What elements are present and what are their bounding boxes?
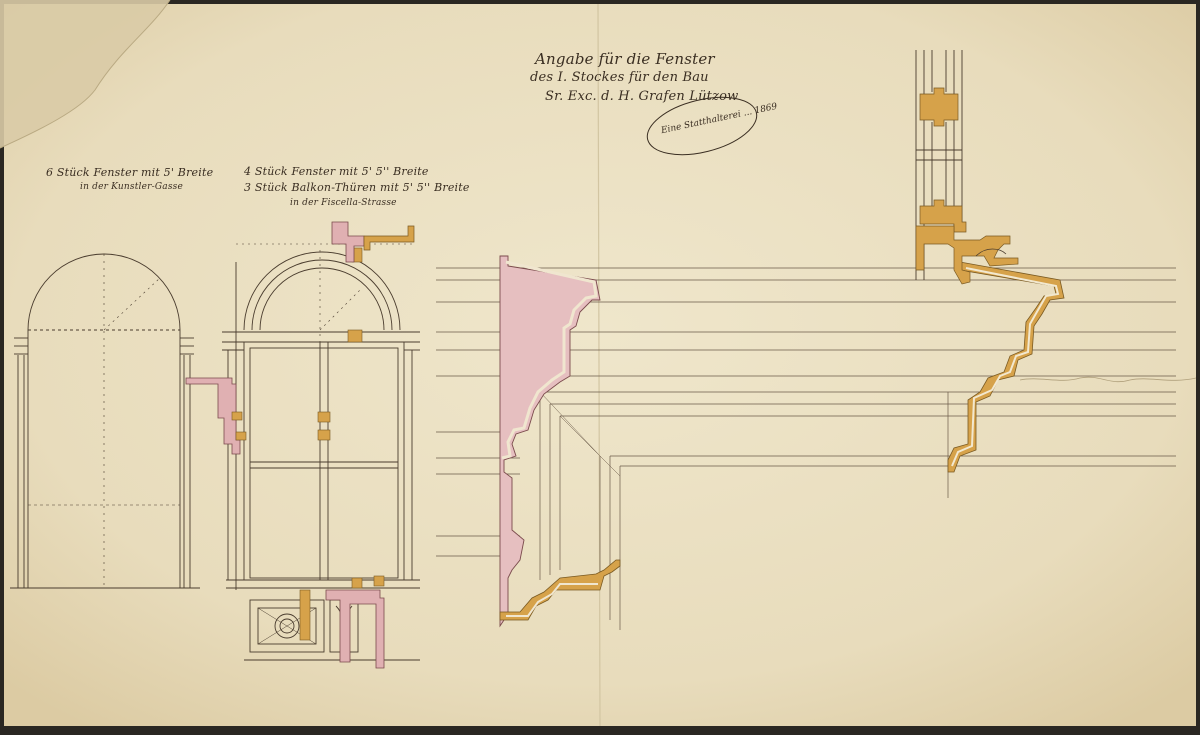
fold-line	[597, 3, 601, 727]
signature-oval	[646, 96, 758, 156]
pink-cornice-inner	[501, 260, 598, 460]
title-line-3: Sr. Exc. d. H. Grafen Lützow	[545, 89, 739, 104]
title-line-2: des I. Stockes für den Bau	[530, 70, 709, 85]
pink-profile-sill	[325, 589, 385, 669]
pink-cornice-profile	[499, 255, 601, 628]
pink-profile-left	[185, 377, 241, 455]
torn-corner	[0, 0, 170, 148]
middle-caption-line-3: in der Fiscella-Strasse	[290, 198, 397, 208]
ochre-base-profile-inner	[506, 583, 598, 617]
left-caption-line-2: in der Kunstler-Gasse	[80, 182, 184, 192]
ochre-fixings	[231, 247, 385, 641]
ochre-base-profile	[499, 559, 621, 621]
left-caption-line-1: 6 Stück Fenster mit 5' Breite	[46, 166, 214, 179]
middle-caption-line-2: 3 Stück Balkon-Thüren mit 5' 5'' Breite	[244, 181, 470, 194]
left-window-elevation	[10, 253, 200, 589]
window-frame-section	[915, 50, 963, 280]
middle-caption-line-1: 4 Stück Fenster mit 5' 5'' Breite	[244, 165, 429, 178]
sill-drip-outline	[975, 248, 1007, 257]
paper-crack	[1019, 376, 1197, 383]
ochre-cornice-inner	[951, 267, 1060, 467]
pink-profile-top	[331, 221, 365, 263]
window-frame-ochre	[915, 87, 1019, 285]
ochre-profile-top	[363, 225, 415, 251]
title-line-1: Angabe für die Fenster	[535, 50, 715, 68]
torn-edge	[0, 0, 171, 149]
